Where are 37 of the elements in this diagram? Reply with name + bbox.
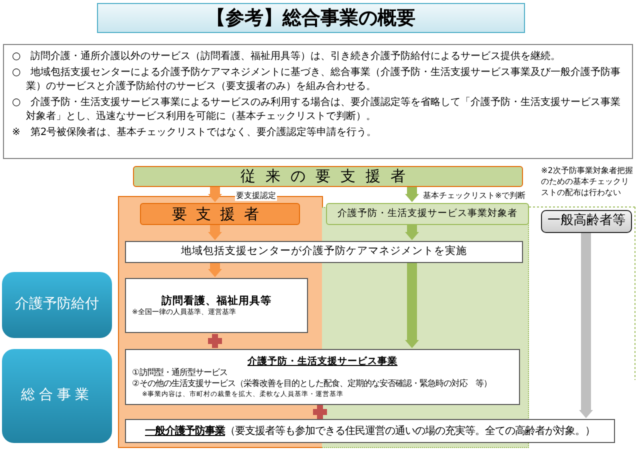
process-box — [125, 241, 523, 263]
process-box — [125, 278, 308, 333]
block-arrow — [405, 263, 419, 348]
group-box — [140, 203, 300, 225]
note-text: ※ 第2号被保険者は、基本チェックリストではなく、要介護認定等申請を行う。 — [12, 126, 378, 140]
node-text: ②その他の生活支援サービス（栄養改善を目的とした配食、定期的な安否確認・緊急時の対応 等） — [132, 378, 493, 388]
process-box — [125, 419, 615, 443]
node-text: 介護予防・生活支援サービス事業対象者 — [338, 208, 518, 220]
edge-label: 要支援認定 — [235, 190, 277, 201]
group-box — [541, 210, 632, 233]
block-arrow — [208, 263, 222, 278]
group-box — [133, 166, 523, 187]
category-box — [2, 272, 112, 338]
group-box — [326, 203, 529, 225]
side-note: ※2次予防事業対象者把握のための基本チェックリストの配布は行わない — [541, 166, 634, 198]
node-text: 地域包括支援センターが介護予防ケアマネジメントを実施 — [181, 245, 467, 259]
node-text: 訪問看護、福祉用具等 — [160, 294, 272, 308]
block-arrow — [579, 233, 593, 418]
node-text: 介護予防給付 — [15, 296, 99, 314]
note-text: ○ 介護予防・生活支援サービス事業によるサービスのみ利用する場合は、要介護認定等を省略して「介護予防・生活支援サービス事業対象者」とし、迅速なサービス利用を可能に（基本チェックリストで判断）。 — [12, 96, 622, 124]
title-banner: 【参考】総合事業の概要 — [97, 3, 525, 33]
node-text: 介護予防・生活支援サービス事業 — [246, 356, 398, 368]
node-text: 一般高齢者等 — [548, 213, 626, 230]
node-text: ①訪問型・通所型サービス — [132, 367, 229, 378]
block-arrow — [405, 225, 419, 240]
block-arrow — [208, 225, 222, 240]
process-box — [125, 349, 520, 405]
node-text: 総合事業 — [21, 387, 93, 405]
block-arrow — [405, 187, 419, 202]
block-arrow — [208, 187, 222, 202]
node-text: 従来の要支援者 — [240, 167, 416, 186]
edge-label: 基本チェックリスト※で判断 — [422, 190, 527, 201]
node-text: 要支援者 — [172, 204, 268, 224]
category-box — [2, 349, 112, 443]
note-text: ○ 訪問介護・通所介護以外のサービス（訪問看護、福祉用具等）は、引き続き介護予防給付によるサービス提供を継続。 — [12, 50, 562, 64]
node-text: 一般介護予防事業（要支援者等も参加できる住民運営の通いの場の充実等。全ての高齢者が対象。） — [145, 424, 595, 438]
note-text: ○ 地域包括支援センターによる介護予防ケアマネジメントに基づき、総合事業（介護予防・生活支援サービス事業及び一般介護予防事業）のサービスと介護予防給付のサービス（要支援者のみ）を組み合わせる。 — [12, 66, 622, 94]
